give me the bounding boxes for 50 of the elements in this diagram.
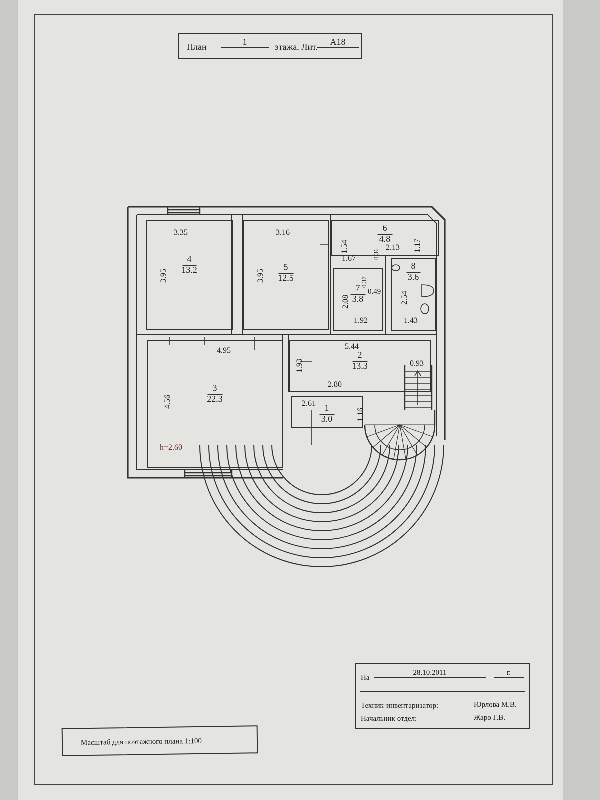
- room-outline: [333, 268, 383, 331]
- dimension-label: 1.54: [341, 240, 349, 254]
- dimension-label: 1.67: [342, 255, 356, 263]
- scale-note-box: [62, 726, 258, 756]
- room-number: 4: [182, 255, 197, 266]
- dimension-label: 1.93: [296, 359, 304, 373]
- dimension-label: 2.61: [302, 400, 316, 408]
- dimension-label: 1.43: [404, 317, 418, 325]
- dimension-label: 1.16: [357, 408, 365, 422]
- room-outline: [146, 220, 233, 330]
- room-outline: [243, 220, 329, 330]
- room-area: 3.6: [408, 273, 420, 282]
- room-number: 6: [378, 224, 392, 235]
- room-area: 3.0: [321, 415, 333, 424]
- dimension-label: 2.13: [386, 244, 400, 252]
- filled-in-line: А18: [317, 38, 359, 48]
- dimension-label: 4.95: [217, 347, 231, 355]
- dimension-label: 3.35: [174, 229, 188, 237]
- room-outline: [289, 340, 431, 392]
- room-number: 3: [208, 384, 222, 395]
- room-number: 8: [406, 262, 421, 273]
- room-area: 3.8: [352, 295, 364, 304]
- dimension-label: 5.44: [345, 343, 359, 351]
- room-area: 22.3: [207, 395, 223, 404]
- ceiling-height-label: h=2.60: [160, 444, 183, 452]
- title-block: [178, 33, 362, 59]
- room-area: 4.8: [379, 235, 391, 244]
- room-outline: [147, 340, 283, 468]
- room-area: 12.5: [278, 274, 294, 283]
- dimension-label: 2.80: [328, 381, 342, 389]
- room-outline: [291, 396, 363, 428]
- room-number: 2: [352, 351, 368, 362]
- dimension-label: 3.95: [257, 269, 265, 283]
- dimension-label: 3.95: [160, 269, 168, 283]
- form-text: этажа. Лит.: [275, 43, 318, 52]
- dimension-label: 0.93: [410, 360, 424, 368]
- dimension-label: 3.16: [276, 229, 290, 237]
- room-number: 1: [320, 404, 334, 415]
- dimension-label: 4.56: [164, 395, 172, 409]
- dimension-label: 2.08: [342, 295, 350, 309]
- room-number: 5: [278, 263, 294, 274]
- stamp-block: [355, 663, 530, 729]
- room-outline: [391, 258, 436, 331]
- dimension-label: 2.54: [401, 291, 409, 305]
- filled-in-line: 1: [221, 38, 269, 48]
- form-text: План: [187, 43, 207, 52]
- dimension-label: 1.17: [414, 239, 422, 253]
- room-area: 13.3: [352, 362, 368, 371]
- dimension-label: 1.92: [354, 317, 368, 325]
- room-area: 13.2: [182, 266, 198, 275]
